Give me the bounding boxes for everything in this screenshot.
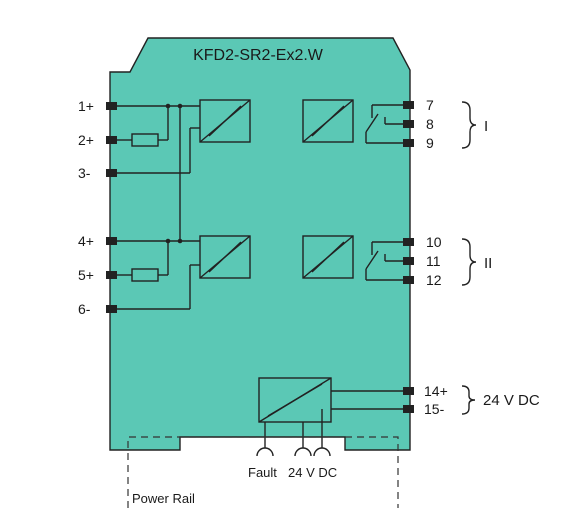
- terminal-label-7: 7: [426, 97, 434, 113]
- terminal-label-12: 12: [426, 272, 442, 288]
- bottom-supply-label: 24 V DC: [288, 465, 337, 480]
- brace-supply: [461, 385, 476, 415]
- isolator-channel-2: [199, 235, 251, 279]
- channel-1-input-wiring: [117, 103, 200, 241]
- terminal-label-5: 5+: [78, 267, 94, 283]
- relay-contact-1: [365, 104, 403, 144]
- channel-label-1: I: [484, 118, 488, 135]
- isolator-channel-1-output: [302, 99, 354, 143]
- brace-channel-2: [461, 238, 477, 286]
- channel-2-input-wiring: [117, 238, 200, 310]
- terminal-label-8: 8: [426, 116, 434, 132]
- terminal-label-3: 3-: [78, 165, 91, 181]
- terminal-label-15: 15-: [424, 401, 445, 417]
- terminal-label-4: 4+: [78, 233, 94, 249]
- terminal-label-6: 6-: [78, 301, 91, 317]
- terminal-label-10: 10: [426, 234, 442, 250]
- terminal-label-14: 14+: [424, 383, 448, 399]
- left-terminal-markers: [106, 102, 117, 313]
- isolator-channel-2-output: [302, 235, 354, 279]
- power-rail-outline: [127, 436, 399, 508]
- terminal-label-9: 9: [426, 135, 434, 151]
- power-rail-label: Power Rail: [132, 491, 195, 506]
- right-terminal-markers: [403, 101, 414, 413]
- terminal-label-11: 11: [426, 253, 441, 269]
- terminal-label-1: 1+: [78, 98, 94, 114]
- relay-contact-2: [365, 241, 403, 281]
- device-housing: [109, 37, 411, 451]
- device-title: KFD2-SR2-Ex2.W: [193, 47, 324, 64]
- fault-label: Fault: [248, 465, 277, 480]
- terminal-label-2: 2+: [78, 132, 94, 148]
- supply-voltage-label: 24 V DC: [483, 392, 540, 409]
- channel-label-2: II: [484, 255, 492, 272]
- power-supply-isolator: [256, 377, 403, 457]
- isolator-channel-1: [199, 99, 251, 143]
- brace-channel-1: [461, 101, 477, 149]
